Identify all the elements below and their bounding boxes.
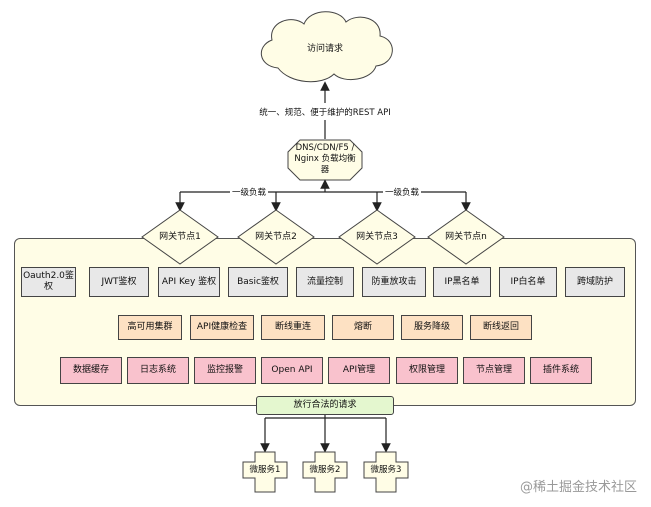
watermark-text: @稀土掘金技术社区 <box>519 480 637 495</box>
cors-protection-box: 跨域防护 <box>565 267 625 297</box>
degrade-box: 服务降级 <box>401 315 463 340</box>
auth-basic-box: Basic鉴权 <box>228 267 288 297</box>
service-cross-3 <box>363 451 409 493</box>
plugin-system-box: 插件系统 <box>530 357 592 384</box>
reconnect-box: 断线重连 <box>261 315 325 340</box>
ip-blacklist-box: IP黑名单 <box>433 267 491 297</box>
gateway-node-3: 网关节点3 <box>356 232 398 242</box>
anti-replay-box: 防重放攻击 <box>362 267 426 297</box>
gateway-node-n-shape <box>427 209 505 265</box>
node-management-box: 节点管理 <box>463 357 525 384</box>
monitor-alert-box: 监控报警 <box>194 357 256 384</box>
permission-management-box: 权限管理 <box>396 357 458 384</box>
request-label: 访问请求 <box>306 44 343 54</box>
auth-jwt-box: JWT鉴权 <box>89 267 149 297</box>
ha-cluster-box: 高可用集群 <box>118 315 182 340</box>
balancer-label: DNS/CDN/F5 / Nginx 负载均衡器 <box>294 143 356 175</box>
gateway-node-1: 网关节点1 <box>159 232 201 242</box>
gateway-node-2-shape <box>237 209 315 265</box>
pass-request-box: 放行合法的请求 <box>256 396 394 415</box>
fallback-box: 断线返回 <box>470 315 532 340</box>
data-cache-box: 数据缓存 <box>60 357 122 384</box>
ip-whitelist-box: IP白名单 <box>499 267 557 297</box>
cloud-shape <box>261 11 393 83</box>
service-cross-2 <box>302 451 348 493</box>
auth-oauth2-box: Oauth2.0鉴权 <box>21 267 76 297</box>
gateway-node-1-shape <box>141 209 219 265</box>
load-label-left: 一级负载 <box>230 186 269 198</box>
rate-limit-box: 流量控制 <box>296 267 354 297</box>
health-check-box: API健康检查 <box>190 315 254 340</box>
service-3-label: 微服务3 <box>370 465 402 475</box>
api-note: 统一、规范、便于维护的REST API <box>250 106 400 118</box>
auth-apikey-box: API Key 鉴权 <box>158 267 220 297</box>
service-2-label: 微服务2 <box>309 465 341 475</box>
balancer-shape <box>287 139 363 181</box>
gateway-node-3-shape <box>338 209 416 265</box>
open-api-box: Open API <box>261 357 323 384</box>
service-cross-1 <box>242 451 288 493</box>
api-management-box: API管理 <box>328 357 390 384</box>
gateway-node-n: 网关节点n <box>445 232 487 242</box>
service-1-label: 微服务1 <box>249 465 281 475</box>
load-label-right: 一级负载 <box>383 186 422 198</box>
gateway-node-2: 网关节点2 <box>255 232 297 242</box>
circuit-breaker-box: 熔断 <box>332 315 394 340</box>
log-system-box: 日志系统 <box>127 357 189 384</box>
